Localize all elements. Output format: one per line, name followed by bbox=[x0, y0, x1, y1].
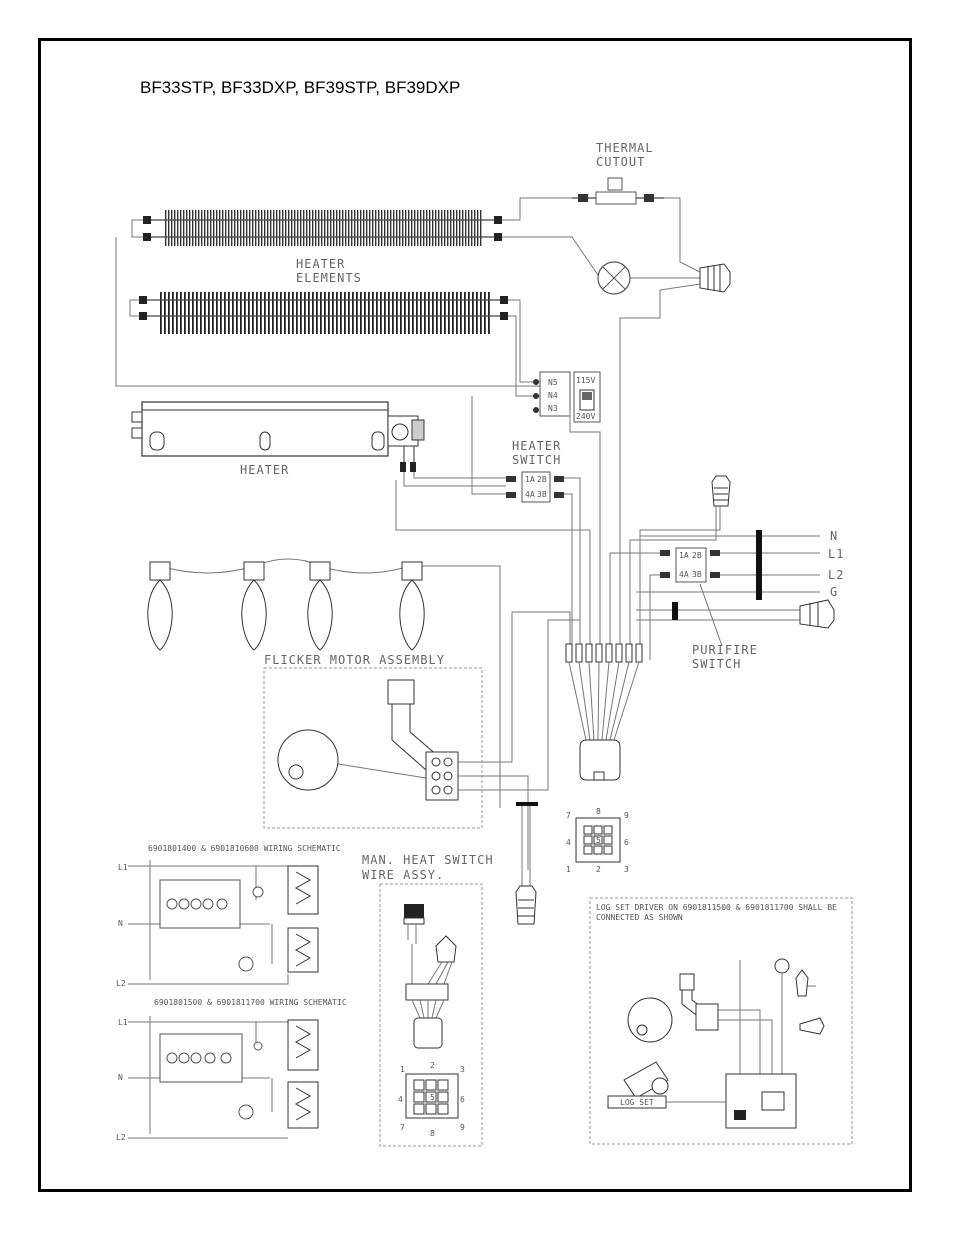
bulb-3 bbox=[307, 561, 333, 651]
svg-text:N3: N3 bbox=[548, 404, 558, 413]
purifire-label-2: SWITCH bbox=[692, 657, 741, 671]
terminal-label-l1: L1 bbox=[828, 547, 844, 561]
heater-elements-label-1: HEATER bbox=[296, 257, 345, 271]
thermal-cutout-label-2: CUTOUT bbox=[596, 155, 645, 169]
bulb-2 bbox=[241, 561, 267, 651]
svg-text:3B: 3B bbox=[692, 570, 702, 579]
man-pin-9: 9 bbox=[460, 1123, 465, 1132]
fan-motor-symbol bbox=[597, 261, 700, 295]
pin-label-8: 8 bbox=[596, 807, 601, 816]
pin-label-1: 1 bbox=[566, 865, 571, 874]
plug-pinout: 7 8 9 4 5 6 1 2 3 bbox=[566, 807, 629, 874]
purifire-switch: 1A 2B 4A 3B PURIFIRE SWITCH bbox=[660, 547, 758, 671]
pin-label-7: 7 bbox=[566, 811, 571, 820]
harness-connector bbox=[565, 643, 643, 781]
wire-nut-right bbox=[799, 599, 835, 629]
heater-element-upper bbox=[164, 210, 482, 246]
volt-240-label: 240V bbox=[576, 412, 595, 421]
log-set-box-label: LOG SET bbox=[620, 1098, 654, 1107]
pin-label-4: 4 bbox=[566, 838, 571, 847]
svg-text:2B: 2B bbox=[692, 551, 702, 560]
heater-elements: HEATER ELEMENTS bbox=[139, 210, 508, 334]
bulb-1 bbox=[147, 561, 173, 651]
flicker-motor-label: FLICKER MOTOR ASSEMBLY bbox=[264, 653, 445, 667]
svg-text:1A: 1A bbox=[525, 475, 535, 484]
man-pin-6: 6 bbox=[460, 1095, 465, 1104]
man-pin-5: 5 bbox=[430, 1093, 435, 1102]
flicker-motor-assembly: FLICKER MOTOR ASSEMBLY bbox=[263, 653, 483, 829]
diagram-frame bbox=[38, 38, 912, 1192]
log-set-label-2: CONNECTED AS SHOWN bbox=[596, 913, 683, 922]
svg-text:N4: N4 bbox=[548, 391, 558, 400]
terminal-bar-small bbox=[672, 602, 678, 620]
heater-housing: HEATER bbox=[131, 401, 425, 477]
pin-label-2: 2 bbox=[596, 865, 601, 874]
man-heat-label-2: WIRE ASSY. bbox=[362, 868, 444, 882]
man-pin-8: 8 bbox=[430, 1129, 435, 1138]
heater-switch-label-2: SWITCH bbox=[512, 453, 561, 467]
schematic-2-l2: L2 bbox=[116, 1133, 126, 1142]
bulb-4 bbox=[399, 561, 425, 651]
pin-label-6: 6 bbox=[624, 838, 629, 847]
heater-element-lower bbox=[160, 292, 490, 334]
schematic-1-title: 6901801400 & 6901810600 WIRING SCHEMATIC bbox=[148, 844, 341, 853]
thermal-cutout-label-1: THERMAL bbox=[596, 141, 654, 155]
purifire-label-1: PURIFIRE bbox=[692, 643, 758, 657]
wiring-schematic-2: 6901801500 & 6901811700 WIRING SCHEMATIC… bbox=[116, 998, 347, 1142]
man-pin-4: 4 bbox=[398, 1095, 403, 1104]
wire-nut-middle bbox=[711, 475, 731, 507]
svg-text:4A: 4A bbox=[525, 490, 535, 499]
wire-nut-upper bbox=[699, 263, 731, 293]
terminal-label-g: G bbox=[830, 585, 838, 599]
pin-label-5: 5 bbox=[596, 836, 601, 845]
log-set-label-1: LOG SET DRIVER ON 6901811500 & 690181170… bbox=[596, 903, 837, 912]
heater-elements-label-2: ELEMENTS bbox=[296, 271, 362, 285]
schematic-1-l2: L2 bbox=[116, 979, 126, 988]
thermal-cutout: THERMAL CUTOUT bbox=[572, 141, 664, 205]
log-set-driver: LOG SET DRIVER ON 6901811500 & 690181170… bbox=[589, 897, 853, 1145]
pin-label-9: 9 bbox=[624, 811, 629, 820]
man-pin-1: 1 bbox=[400, 1065, 405, 1074]
wiring-schematic-1: 6901801400 & 6901810600 WIRING SCHEMATIC… bbox=[116, 844, 341, 988]
svg-text:N5: N5 bbox=[548, 378, 558, 387]
schematic-1-n: N bbox=[118, 919, 123, 928]
schematic-2-l1: L1 bbox=[118, 1018, 128, 1027]
man-pin-3: 3 bbox=[460, 1065, 465, 1074]
man-pin-7: 7 bbox=[400, 1123, 405, 1132]
svg-text:4A: 4A bbox=[679, 570, 689, 579]
heater-switch: HEATER SWITCH 1A 2B 4A 3B bbox=[506, 439, 564, 503]
flicker-bulbs bbox=[147, 558, 501, 808]
heater-label: HEATER bbox=[240, 463, 289, 477]
terminal-label-n: N bbox=[830, 529, 838, 543]
wire-nut-lower bbox=[515, 806, 537, 925]
voltage-selector: N5 N4 N3 115V 240V bbox=[533, 371, 601, 423]
man-heat-label-1: MAN. HEAT SWITCH bbox=[362, 853, 494, 867]
volt-115-label: 115V bbox=[576, 376, 595, 385]
man-pin-2: 2 bbox=[430, 1061, 435, 1070]
terminal-bar bbox=[756, 530, 762, 600]
pin-label-3: 3 bbox=[624, 865, 629, 874]
schematic-2-n: N bbox=[118, 1073, 123, 1082]
svg-text:3B: 3B bbox=[537, 490, 547, 499]
man-heat-switch-assy: MAN. HEAT SWITCH WIRE ASSY. 1 2 3 4 5 6 … bbox=[362, 853, 494, 1147]
model-title: BF33STP, BF33DXP, BF39STP, BF39DXP bbox=[140, 78, 461, 97]
svg-text:2B: 2B bbox=[537, 475, 547, 484]
schematic-2-title: 6901801500 & 6901811700 WIRING SCHEMATIC bbox=[154, 998, 347, 1007]
terminal-label-l2: L2 bbox=[828, 568, 844, 582]
svg-text:1A: 1A bbox=[679, 551, 689, 560]
schematic-1-l1: L1 bbox=[118, 863, 128, 872]
heater-switch-label-1: HEATER bbox=[512, 439, 561, 453]
